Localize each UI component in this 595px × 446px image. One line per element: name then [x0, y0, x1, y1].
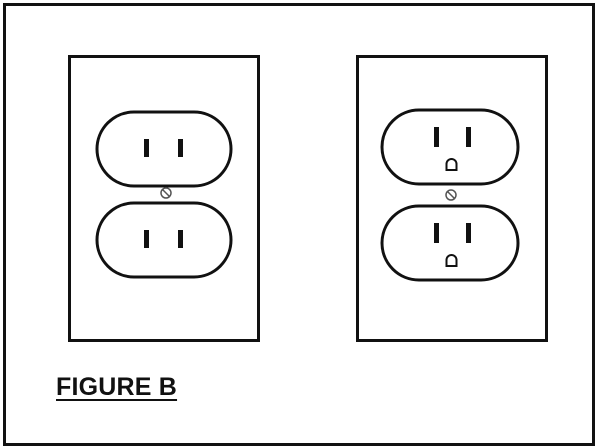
ground-pin-icon: [445, 254, 458, 267]
lower-receptacle: [380, 204, 520, 282]
outlet-plate-two-prong: [68, 55, 260, 342]
receptacle-face: [95, 110, 233, 188]
receptacle-face: [95, 201, 233, 279]
slot-left: [144, 139, 149, 157]
outlet-drawing-two-prong: [95, 110, 233, 279]
figure-caption: FIGURE B: [56, 373, 178, 401]
receptacle-face: [380, 108, 520, 186]
outlet-drawing-three-prong: [380, 108, 520, 282]
upper-receptacle: [380, 108, 520, 186]
lower-receptacle: [95, 201, 233, 279]
receptacle-face: [380, 204, 520, 282]
slot-right: [466, 127, 471, 147]
figure-frame: [3, 3, 595, 446]
slot-right: [178, 139, 183, 157]
ground-pin-icon: [445, 158, 458, 171]
slot-right: [178, 230, 183, 248]
slot-left: [144, 230, 149, 248]
center-screw-icon: [160, 187, 172, 199]
slot-left: [434, 127, 439, 147]
outlet-plate-three-prong: [356, 55, 548, 342]
slot-right: [466, 223, 471, 243]
center-screw-icon: [445, 189, 457, 201]
upper-receptacle: [95, 110, 233, 188]
slot-left: [434, 223, 439, 243]
